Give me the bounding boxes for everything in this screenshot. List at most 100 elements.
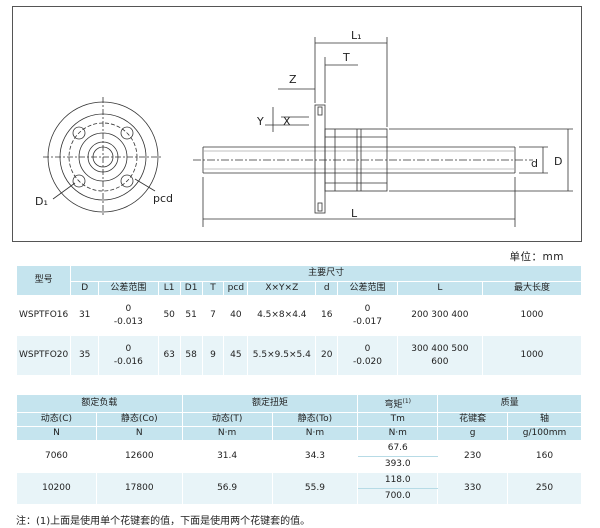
torque-group-header: 额定扭矩 [181,394,359,413]
cell: 45 [223,335,249,376]
col-header: d [315,281,339,296]
cell: 10200 [16,472,97,505]
dim-L-label: L [351,207,358,220]
cell: 63 [157,335,181,376]
unit-cell: N·m [181,426,273,441]
cell: 20 [315,335,339,376]
subheader: 静态(To) [271,412,359,427]
tolerance-cell: 0 -0.013 [98,295,159,336]
dim-D-label: D [554,155,562,168]
dim-d-label: d [531,157,538,170]
cell: 4.5×8×4.4 [247,295,317,336]
tolerance-upper: 0 [364,303,371,314]
dim-pcd-label: pcd [153,192,173,205]
dim-T-label: T [342,51,350,64]
cell: 35 [70,335,100,376]
subheader: 静态(Co) [95,412,183,427]
unit-cell: N [16,426,97,441]
length-values: 200 300 400 [411,310,469,320]
col-header: D [70,281,100,296]
cell: 250 [507,472,582,505]
tolerance-cell: 0 -0.020 [337,335,398,376]
col-header: L [396,281,483,296]
table-row: 10200 17800 56.9 55.9 118.0 330 250 [16,472,582,505]
cell: 40 [223,295,249,336]
unit-cell: N [95,426,183,441]
cell: 51 [179,295,203,336]
mass-group-header: 质量 [437,394,582,413]
table-row: 7060 12600 31.4 34.3 67.6 230 160 [16,440,582,473]
unit-label: 单位：mm [509,251,564,263]
table-row: WSPTFO16 31 0-0.013 50 51 7 40 4.5×8×4.4… [15,295,583,336]
table-row: WSPTFO20 35 0 -0.016 63 58 9 45 5.5×9.5×5… [15,335,583,376]
dim-X-label: X [283,115,291,128]
drawing-svg: L₁ T Z Y X d D L D₁ pcd [35,29,573,227]
cell: 230 [437,440,509,473]
cell: 16 [315,295,339,336]
cell: 160 [507,440,582,473]
cell: 31 [70,295,100,336]
length-cell: 200 300 400 [396,295,483,336]
tolerance-lower: -0.020 [352,356,382,367]
unit-cell: N·m [357,426,439,441]
cell: 12600 [95,440,183,473]
footnote: 注：(1)上面是使用单个花键套的值，下面是使用两个花键套的值。 [16,516,311,527]
subheader: 轴 [507,412,582,427]
col-header: T [201,281,225,296]
nut-body [324,128,388,192]
cell: 56.9 [181,472,273,505]
dimension-table: 型号 主要尺寸 D 公差范围 L1 D1 T pcd X×Y×Z d 公差范围 … [15,265,583,376]
tolerance-upper: 0 [364,343,371,354]
tolerance-upper: 0 [125,343,132,354]
model-cell: WSPTFO20 [15,335,72,376]
moment-single-cell: 67.6 [357,440,439,457]
cell: 31.4 [181,440,273,473]
tolerance-cell: 0 -0.016 [98,335,159,376]
cell: 330 [437,472,509,505]
main-dimensions-header: 主要尺寸 [70,265,582,282]
bolt-hole [72,174,86,188]
subheader: 花键套 [437,412,509,427]
load-table: 额定负载 额定扭矩 弯矩(1) 质量 动态(C) 静态(Co) 动态(T) 静态… [16,394,582,505]
cell: 5.5×9.5×5.4 [247,335,317,376]
tolerance-lower: -0.017 [352,316,382,327]
cell: 1000 [481,295,583,336]
moment-double-cell: 393.0 [357,456,439,473]
tolerance-lower: -0.013 [113,316,143,327]
cell: 50 [157,295,181,336]
cell: 9 [201,335,225,376]
cell: 34.3 [271,440,359,473]
moment-double-cell: 700.0 [357,488,439,505]
dim-Y-label: Y [256,115,264,128]
col-header: X×Y×Z [247,281,317,296]
cell: 7060 [16,440,97,473]
cell: 7 [201,295,225,336]
model-header: 型号 [15,265,72,296]
col-header: 最大长度 [481,281,583,296]
footnote-ref: (1) [402,398,412,405]
bolt-hole [120,126,134,140]
load-group-header: 额定负载 [16,394,183,413]
col-header: L1 [157,281,181,296]
moment-group-header: 弯矩(1) [357,394,439,413]
bolt-hole [72,126,86,140]
length-values: 600 [431,356,449,367]
cell: 58 [179,335,203,376]
tolerance-upper: 0 [125,303,132,314]
tolerance-lower: -0.016 [113,356,143,367]
cell: 55.9 [271,472,359,505]
cell: 17800 [95,472,183,505]
flange-side [314,104,326,214]
col-header: pcd [223,281,249,296]
col-header: 公差范围 [337,281,398,296]
dim-D1-label: D₁ [35,195,48,208]
unit-cell: g/100mm [507,426,582,441]
subheader: 动态(C) [16,412,97,427]
cell: 1000 [481,335,583,376]
bolt-hole [120,174,134,188]
dim-Z-label: Z [289,73,297,86]
tolerance-cell: 0 -0.017 [337,295,398,336]
col-header: D1 [179,281,203,296]
subheader: 动态(T) [181,412,273,427]
